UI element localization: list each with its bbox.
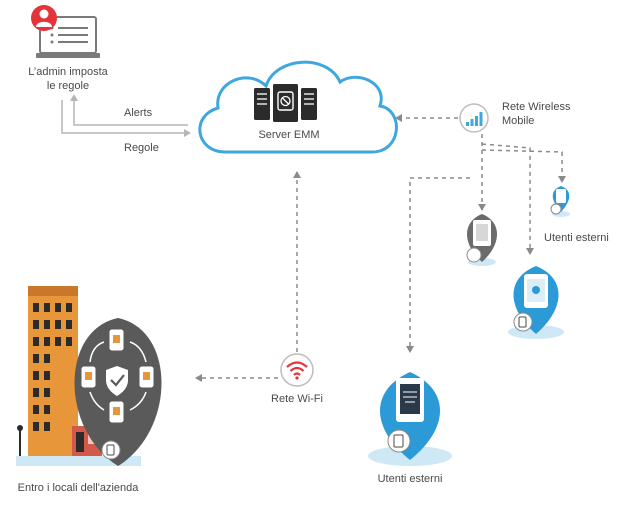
external-user-pin-medium	[508, 266, 564, 339]
external-users-label-bottom: Utenti esterni	[377, 473, 443, 485]
admin-label: L’admin imposta le regole	[28, 65, 108, 93]
company-building	[16, 286, 141, 466]
admin-label-line1: L’admin imposta	[28, 66, 108, 78]
external-user-pin-gray	[466, 214, 497, 266]
cloud-shape	[198, 60, 398, 154]
regole-label: Regole	[124, 142, 159, 154]
wifi-icon	[280, 353, 314, 387]
server-label: Server EMM	[258, 129, 320, 141]
wireless-label: Rete Wireless Mobile	[502, 100, 570, 128]
wireless-label-line1: Rete Wireless	[502, 101, 571, 113]
company-label: Entro i locali dell'azienda	[17, 482, 139, 494]
admin-label-line2: le regole	[46, 80, 90, 92]
wireless-signal-icon	[459, 103, 489, 133]
regole-arrow	[61, 100, 191, 137]
external-user-pin-small	[550, 186, 570, 217]
wireless-links	[406, 134, 566, 353]
alerts-label: Alerts	[124, 107, 153, 119]
wireless-label-line2: Mobile	[502, 115, 535, 127]
admin-user-icon	[31, 5, 57, 31]
server-icon	[254, 84, 317, 122]
company-device-pin	[74, 318, 162, 466]
alerts-arrow	[70, 94, 188, 126]
external-users-label-right: Utenti esterni	[544, 232, 609, 244]
wifi-label: Rete Wi-Fi	[271, 393, 323, 405]
external-user-pin-large	[368, 372, 452, 466]
